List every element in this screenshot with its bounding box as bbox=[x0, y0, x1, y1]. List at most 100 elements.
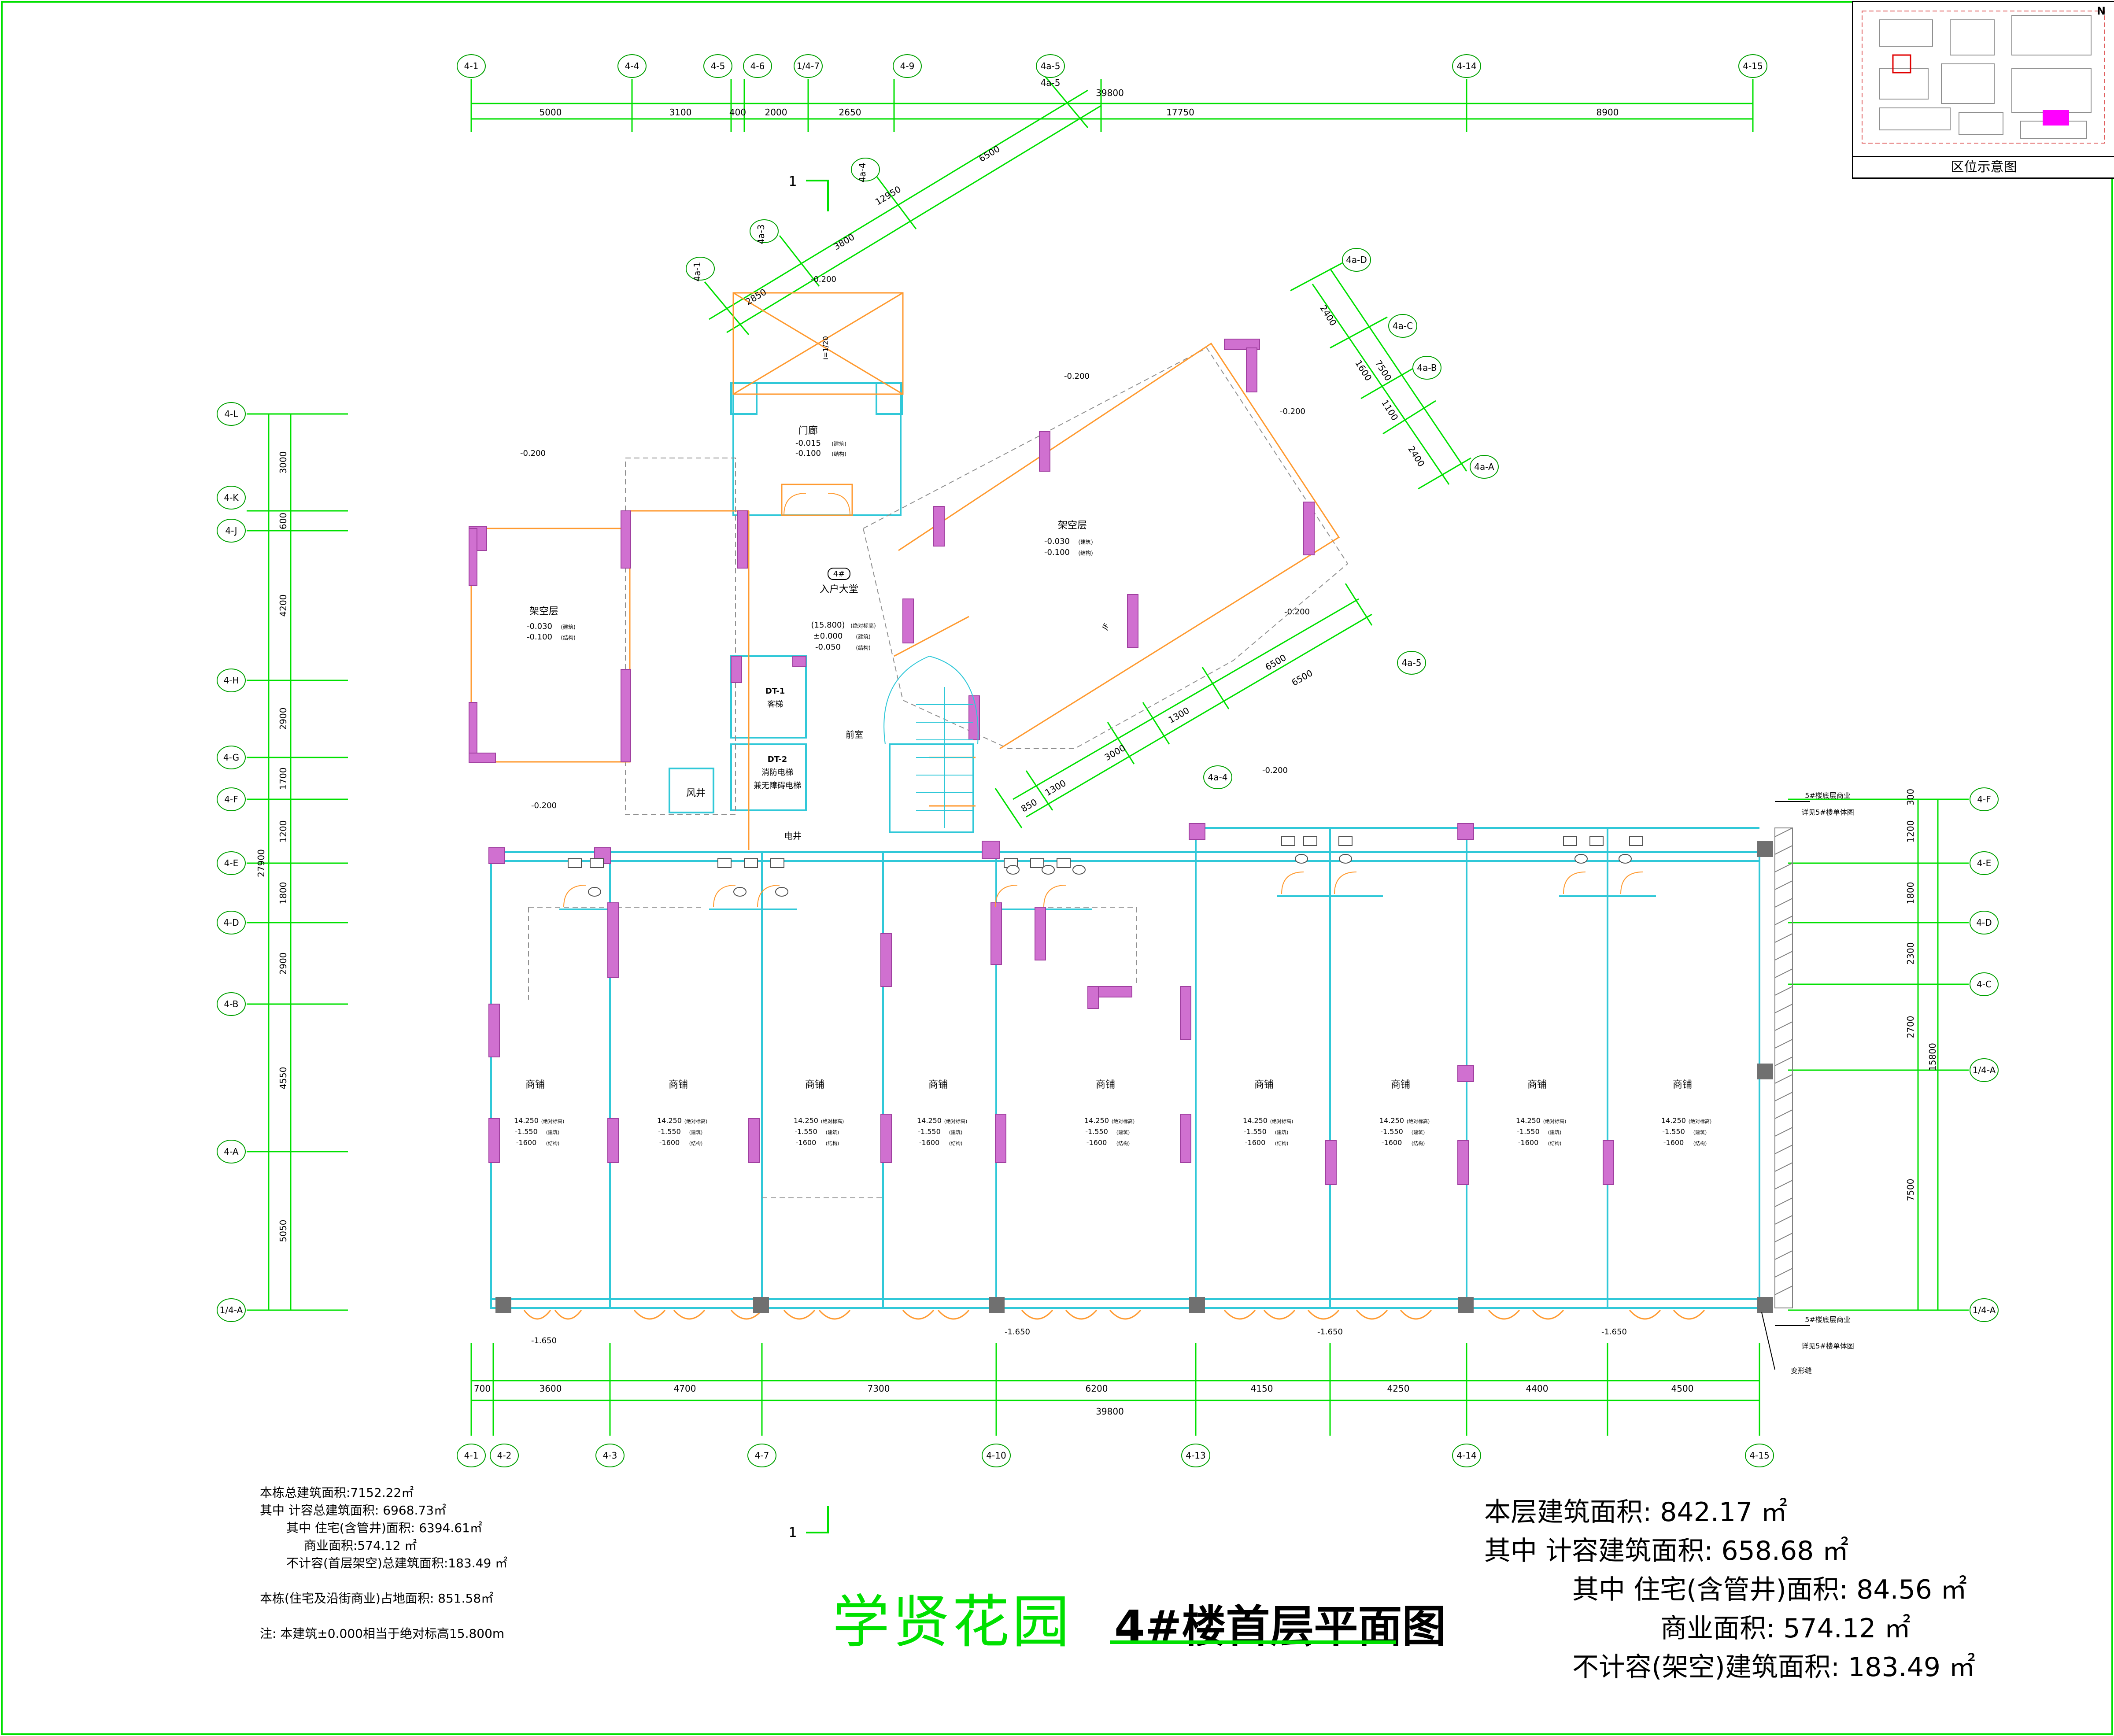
axis-top-label: 4a-5 bbox=[1041, 61, 1061, 71]
shop-label: (建筑) bbox=[1412, 1129, 1425, 1135]
shop-label: -1600 bbox=[1245, 1138, 1266, 1147]
dim-bottom: 4500 bbox=[1671, 1383, 1694, 1394]
stat-excluded-area: 不计容(首层架空)总建筑面积:183.49 ㎡ bbox=[286, 1556, 508, 1570]
note-label: 5#楼底层商业 bbox=[1805, 1315, 1851, 1324]
shop-label: 14.250 bbox=[1243, 1116, 1268, 1125]
shop-label: 14.250 bbox=[794, 1116, 818, 1125]
shop-label: (绝对标高) bbox=[1407, 1118, 1430, 1124]
dim-bottom: 6200 bbox=[1086, 1383, 1108, 1394]
axis-right-label: 4-E bbox=[1977, 858, 1992, 868]
dim-skew: 12950 bbox=[873, 184, 903, 207]
shop-label: -1.550 bbox=[1517, 1127, 1540, 1136]
dim-right-total: 15800 bbox=[1927, 1043, 1938, 1071]
dim-top: 3100 bbox=[669, 107, 692, 118]
shop-label: (建筑) bbox=[1275, 1129, 1289, 1135]
shop-label: -1600 bbox=[1518, 1138, 1539, 1147]
columns-dark bbox=[495, 841, 1773, 1313]
axis-left-label: 4-F bbox=[224, 794, 238, 805]
dim-left: 5050 bbox=[278, 1220, 288, 1242]
elec-shaft-label: 电井 bbox=[784, 831, 802, 841]
dim-left: 4550 bbox=[278, 1067, 288, 1090]
axis-skew-label: 4a-5 bbox=[1041, 78, 1061, 88]
title-underline bbox=[1110, 1640, 1396, 1644]
shop-label: (绝对标高) bbox=[1543, 1118, 1567, 1124]
level-mark: -1.650 bbox=[1005, 1327, 1030, 1337]
axis-left-label: 4-K bbox=[224, 492, 239, 503]
floor-area-stats: 本层建筑面积: 842.17 ㎡ 其中 计容建筑面积: 658.68 ㎡ 其中 … bbox=[1484, 1493, 2057, 1687]
room-lobby-level: (15.800) bbox=[811, 621, 845, 630]
axis-right-label: 4-F bbox=[1977, 794, 1991, 805]
dim-bottom: 4700 bbox=[674, 1383, 696, 1394]
north-arrow-label: N bbox=[2096, 5, 2106, 17]
axis-left-label: 4-D bbox=[223, 917, 239, 928]
dim-skew: 7500 bbox=[1373, 358, 1393, 383]
room-open-left-level: -0.030 bbox=[527, 622, 552, 631]
shop-label: (结构) bbox=[1548, 1140, 1562, 1146]
shop-label: 商铺 bbox=[1673, 1079, 1692, 1090]
shop-label: (建筑) bbox=[1693, 1129, 1707, 1135]
level-mark: -1.650 bbox=[1317, 1327, 1343, 1337]
room-open-right-type: (结构) bbox=[1078, 550, 1093, 556]
axis-top-label: 4-14 bbox=[1456, 61, 1476, 71]
shop-label: -1600 bbox=[659, 1138, 680, 1147]
floor-excluded-area: 不计容(架空)建筑面积: 183.49 ㎡ bbox=[1572, 1652, 1976, 1683]
room-open-left-level: -0.100 bbox=[527, 632, 552, 642]
stat-residential-area: 其中 住宅(含管井)面积: 6394.61㎡ bbox=[286, 1521, 482, 1535]
axis-skew-label: 4a-3 bbox=[756, 225, 766, 244]
shop-label: (结构) bbox=[1116, 1140, 1130, 1146]
room-open-right-type: (建筑) bbox=[1078, 539, 1093, 545]
dim-left: 600 bbox=[278, 513, 288, 529]
room-open-left-type: (建筑) bbox=[561, 624, 575, 630]
dim-skew: 2400 bbox=[1318, 303, 1338, 328]
shop-label: 14.250 bbox=[514, 1116, 539, 1125]
shaft-label: 风井 bbox=[686, 788, 706, 799]
room-lobby-type: (绝对标高) bbox=[850, 622, 876, 629]
axis-right-label: 4-C bbox=[1977, 979, 1992, 990]
shop-label: 14.250 bbox=[1661, 1116, 1686, 1125]
axis-bottom-label: 4-7 bbox=[755, 1450, 769, 1461]
dim-top-total: 39800 bbox=[1096, 88, 1124, 98]
room-lobby-type: (建筑) bbox=[856, 633, 870, 640]
shop-label: -1.550 bbox=[1085, 1127, 1108, 1136]
stat-note: 注: 本建筑±0.000相当于绝对标高15.800m bbox=[260, 1626, 505, 1641]
dim-bottom: 700 bbox=[474, 1383, 491, 1394]
shop-label: (建筑) bbox=[546, 1129, 560, 1135]
shop-label: (结构) bbox=[826, 1140, 839, 1146]
ramp-slope: i=1/20 bbox=[821, 336, 830, 360]
dim-top: 2000 bbox=[765, 107, 787, 118]
dim-skew: 6500 bbox=[977, 144, 1002, 164]
dim-top: 5000 bbox=[540, 107, 562, 118]
axis-top-label: 4-15 bbox=[1743, 61, 1763, 71]
axis-top-label: 4-5 bbox=[711, 61, 725, 71]
axis-right-label: 4-D bbox=[1976, 917, 1992, 928]
shop-label: 商铺 bbox=[669, 1079, 688, 1090]
keymap-sketch bbox=[1862, 11, 2105, 144]
shop-label: 14.250 bbox=[657, 1116, 682, 1125]
shop-label: -1600 bbox=[1663, 1138, 1684, 1147]
shop-label: (结构) bbox=[949, 1140, 963, 1146]
shop-label: (绝对标高) bbox=[684, 1118, 708, 1124]
axis-left-label: 1/4-A bbox=[220, 1305, 243, 1315]
walls-open-left bbox=[470, 528, 631, 763]
level-mark: -0.200 bbox=[1280, 407, 1305, 416]
level-mark: -0.200 bbox=[1262, 766, 1288, 775]
section-mark-label: 1 bbox=[788, 1525, 797, 1540]
keymap-caption: 区位示意图 bbox=[1853, 156, 2114, 177]
dimension-lines bbox=[247, 74, 1969, 1436]
elevator-1-name: 客梯 bbox=[767, 700, 783, 709]
dim-right: 1200 bbox=[1905, 820, 1916, 843]
shop-label: (结构) bbox=[689, 1140, 703, 1146]
dim-top: 17750 bbox=[1166, 107, 1194, 118]
axis-right-label: 1/4-A bbox=[1973, 1305, 1996, 1315]
note-label: 详见5#楼单体图 bbox=[1801, 808, 1854, 816]
dim-right: 300 bbox=[1905, 789, 1916, 805]
axis-top-label: 4-4 bbox=[625, 61, 639, 71]
axis-bottom-label: 4-15 bbox=[1749, 1450, 1769, 1461]
building-badge-frame bbox=[828, 568, 850, 580]
room-lobby-name: 入户大堂 bbox=[820, 584, 858, 595]
shop-label: 14.250 bbox=[1379, 1116, 1404, 1125]
shop-label: -1600 bbox=[1382, 1138, 1402, 1147]
shop-label: -1600 bbox=[919, 1138, 940, 1147]
location-keymap: N 区位示意图 bbox=[1852, 1, 2114, 179]
axis-left-label: 4-B bbox=[224, 999, 239, 1009]
